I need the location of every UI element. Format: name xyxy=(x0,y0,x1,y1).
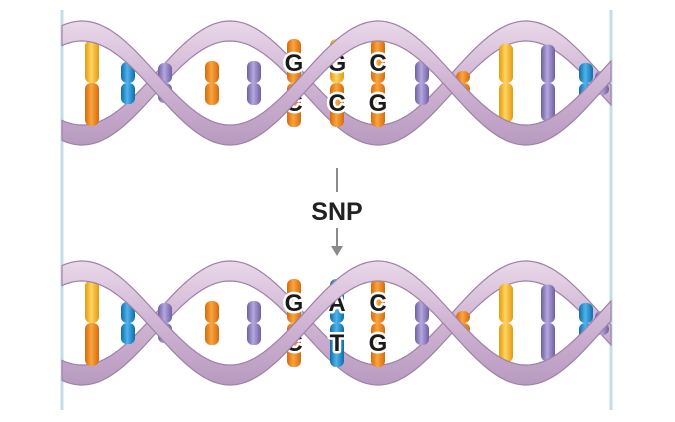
base-letter-upper-halo: C xyxy=(369,290,386,317)
base-pair-bar xyxy=(205,61,219,105)
snp-label: SNP xyxy=(311,198,362,226)
base-pair-bar xyxy=(541,284,555,362)
base-pair-bar xyxy=(499,283,513,363)
base-pair-bar xyxy=(205,301,219,345)
base-letter-upper: C xyxy=(369,290,386,317)
base-pair-bar xyxy=(541,44,555,122)
base-letter-upper: G xyxy=(285,50,304,77)
backbone-strand-back xyxy=(61,20,612,146)
base-letter-upper-halo: C xyxy=(369,50,386,77)
base-pair-bar xyxy=(415,301,429,345)
base-letter-lower-halo: G xyxy=(369,90,388,117)
base-pair-bar xyxy=(247,301,261,345)
base-letter-lower: T xyxy=(330,330,345,357)
base-pair-bar xyxy=(415,61,429,105)
helix-bottom: GGCCAATTCCGG xyxy=(61,260,612,386)
base-pair-bar xyxy=(499,43,513,123)
base-letter-upper: G xyxy=(285,290,304,317)
backbone-strand-front xyxy=(61,20,612,146)
base-letter-lower: G xyxy=(369,90,388,117)
base-letter-lower: G xyxy=(369,330,388,357)
base-pair-bar xyxy=(371,279,385,367)
base-pair-bar xyxy=(85,280,99,366)
base-pair-bar xyxy=(371,39,385,127)
base-pair-bar xyxy=(247,61,261,105)
base-letter-upper-halo: G xyxy=(285,290,304,317)
base-letter-lower-halo: T xyxy=(330,330,345,357)
snp-arrow xyxy=(331,168,343,256)
helix-top: GGCCGGCCCCGG xyxy=(61,20,612,146)
backbone-strand-front xyxy=(61,260,612,386)
base-letter-lower: C xyxy=(328,90,345,117)
base-pair-bar xyxy=(85,40,99,126)
base-letter-upper: C xyxy=(369,50,386,77)
backbone-strand-back xyxy=(61,260,612,386)
base-letter-lower-halo: G xyxy=(369,330,388,357)
base-letter-upper-halo: G xyxy=(285,50,304,77)
base-letter-lower-halo: C xyxy=(328,90,345,117)
